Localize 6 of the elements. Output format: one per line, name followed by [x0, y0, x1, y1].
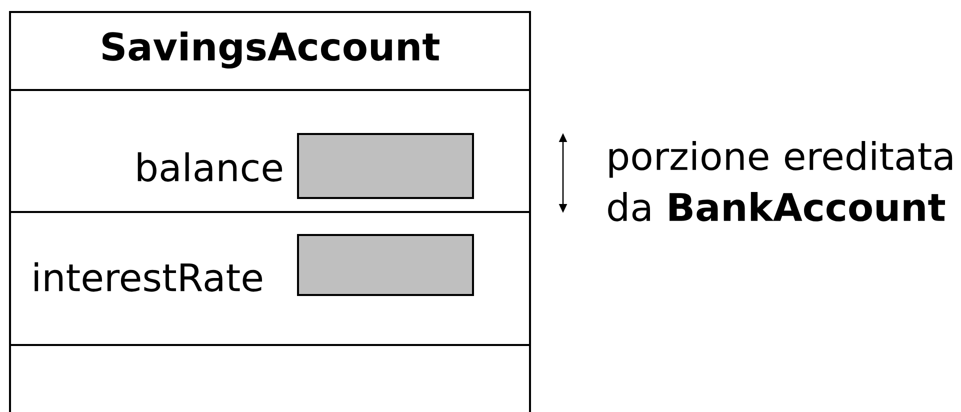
note-text: porzione ereditata da BankAccount: [608, 141, 952, 222]
value-box: [297, 133, 474, 199]
value-box: [297, 234, 474, 296]
field-band: balance: [9, 89, 531, 213]
empty-band: [9, 344, 531, 412]
field-band: interestRate: [9, 211, 531, 346]
